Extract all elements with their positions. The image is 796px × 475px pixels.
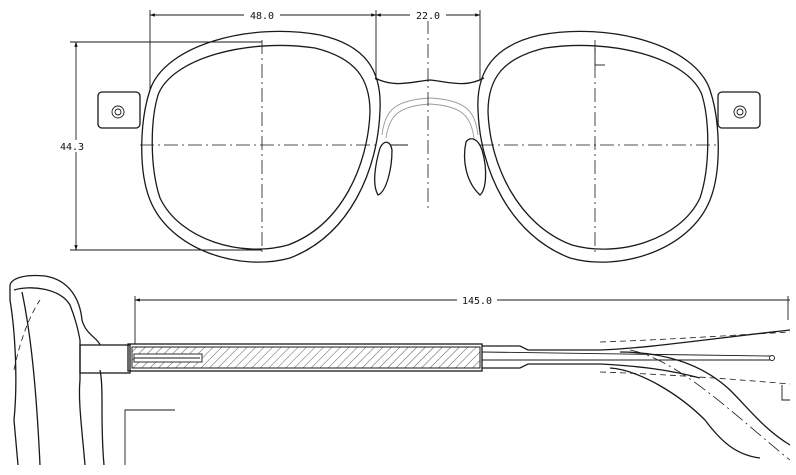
frame-profile (9, 274, 175, 466)
bridge-width-label: 22.0 (416, 11, 440, 22)
temple-length-dimension: 145.0 (134, 294, 790, 344)
side-view: 145.0 (9, 274, 791, 466)
temple-core (131, 346, 481, 369)
temple-tail (481, 329, 791, 461)
left-end-piece (97, 91, 141, 129)
hinge-block (79, 343, 483, 374)
lens-width-dimension: 48.0 (149, 9, 377, 90)
center-lines (140, 20, 720, 255)
left-nose-pad (374, 141, 408, 196)
right-nose-pad (463, 138, 487, 196)
bridge (374, 77, 485, 139)
bridge-width-dimension: 22.0 (375, 9, 481, 80)
right-end-piece (717, 91, 761, 129)
lens-width-label: 48.0 (250, 11, 274, 22)
lens-height-dimension: 44.3 (58, 41, 262, 251)
right-rim (477, 30, 719, 263)
temple-length-label: 145.0 (462, 296, 492, 307)
front-view: 48.0 22.0 44.3 (58, 9, 761, 263)
left-rim (141, 30, 381, 263)
lens-height-label: 44.3 (60, 142, 84, 153)
